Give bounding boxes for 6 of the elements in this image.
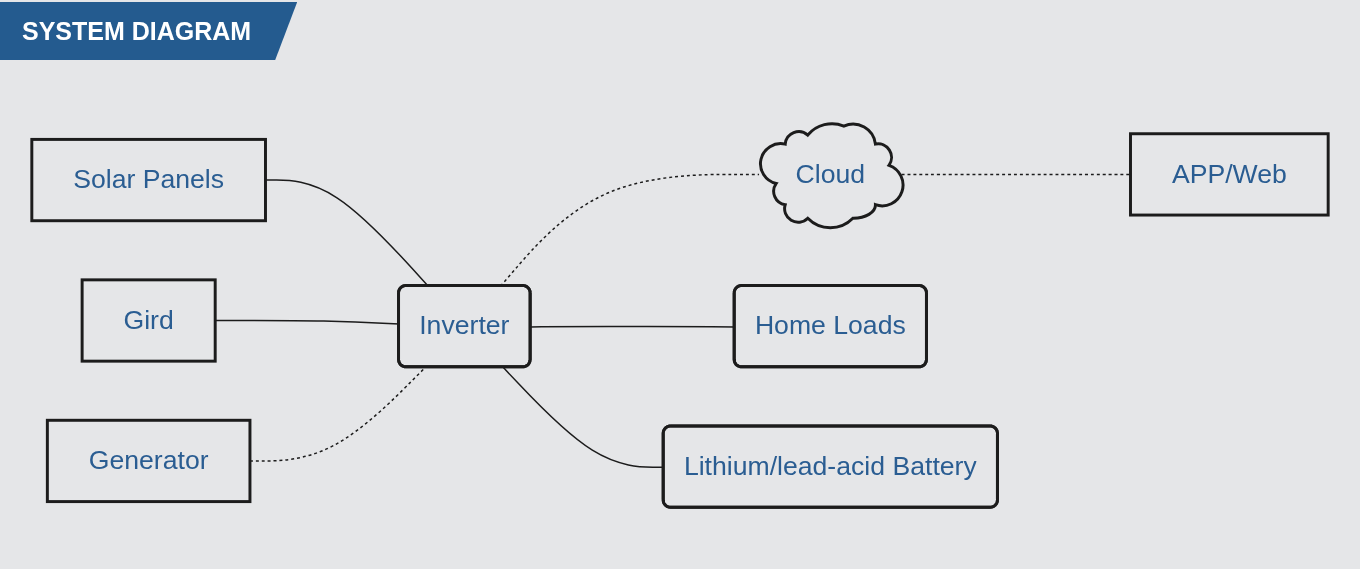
node-box: Solar Panels [30, 137, 267, 223]
node-box: Gird [80, 278, 217, 363]
node-box: Generator [45, 418, 252, 504]
connector [249, 366, 426, 462]
node-box: APP/Web [1129, 132, 1330, 217]
title-banner: SYSTEM DIAGRAM [0, 2, 298, 60]
